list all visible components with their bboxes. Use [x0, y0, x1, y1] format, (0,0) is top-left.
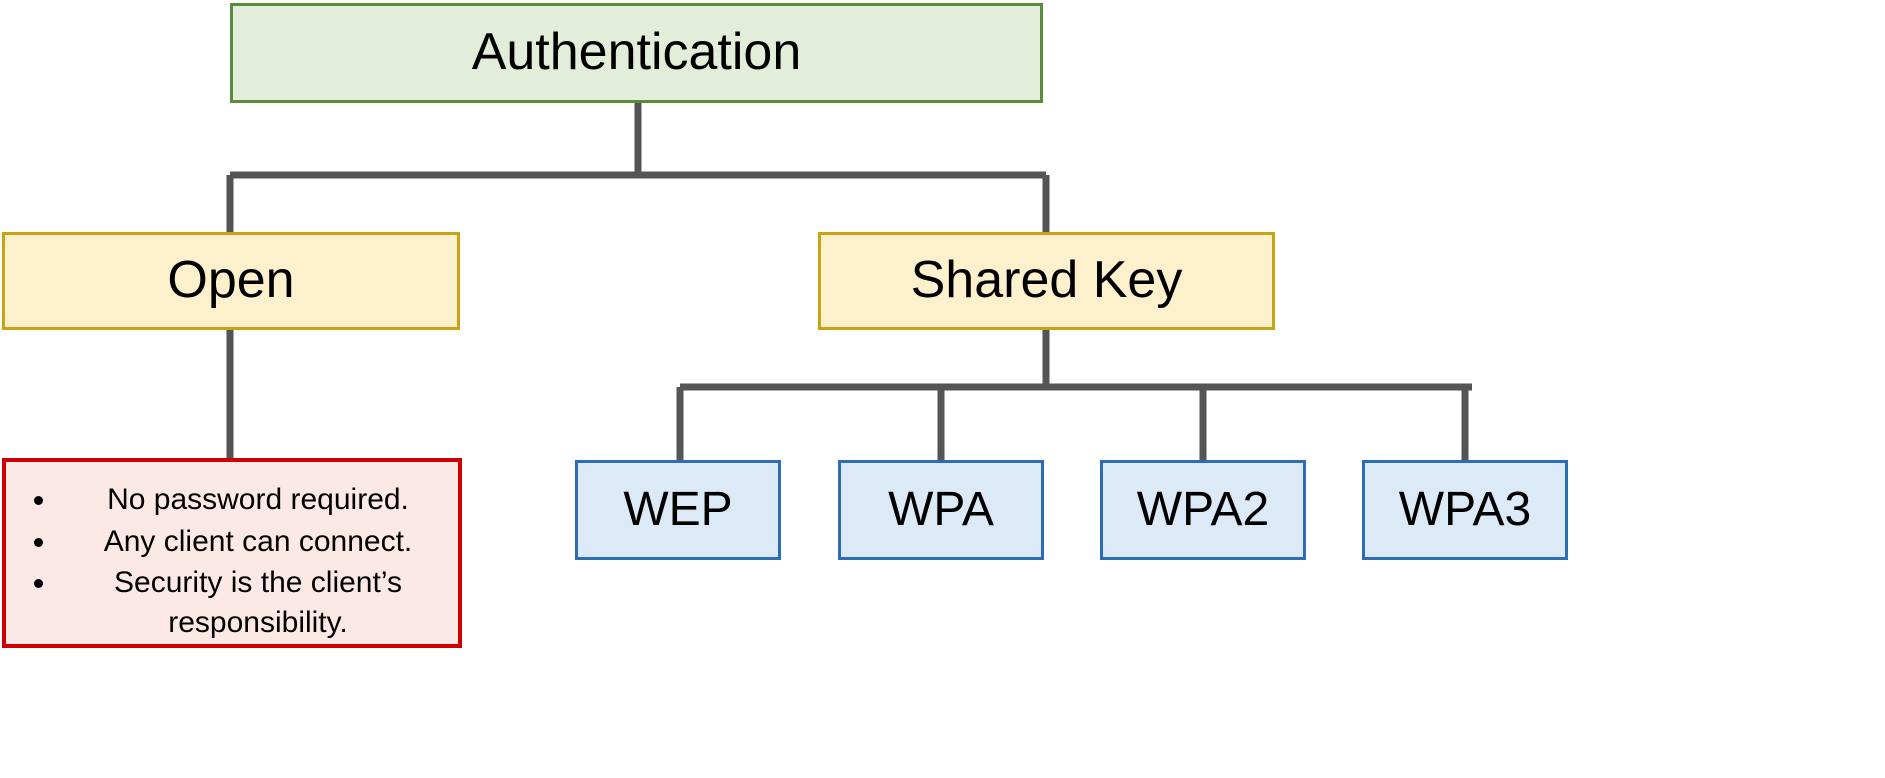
node-wpa[interactable]: WPA	[838, 460, 1044, 560]
node-shared-key[interactable]: Shared Key	[818, 232, 1275, 330]
node-wpa2-label: WPA2	[1136, 482, 1270, 536]
node-wpa2[interactable]: WPA2	[1100, 460, 1306, 560]
list-item: Security is the client’s responsibility.	[58, 563, 444, 642]
node-wep-label: WEP	[623, 482, 733, 536]
node-authentication[interactable]: Authentication	[230, 3, 1043, 103]
node-authentication-label: Authentication	[471, 23, 802, 82]
note-open-characteristics: No password required. Any client can con…	[2, 458, 462, 648]
list-item: No password required.	[58, 480, 444, 520]
node-wpa3[interactable]: WPA3	[1362, 460, 1568, 560]
node-wpa-label: WPA	[888, 482, 994, 536]
node-shared-key-label: Shared Key	[910, 251, 1183, 310]
node-open-label: Open	[167, 251, 295, 310]
list-item: Any client can connect.	[58, 522, 444, 562]
node-wpa3-label: WPA3	[1398, 482, 1532, 536]
node-open[interactable]: Open	[2, 232, 460, 330]
node-wep[interactable]: WEP	[575, 460, 781, 560]
note-bullet-list: No password required. Any client can con…	[6, 462, 458, 642]
